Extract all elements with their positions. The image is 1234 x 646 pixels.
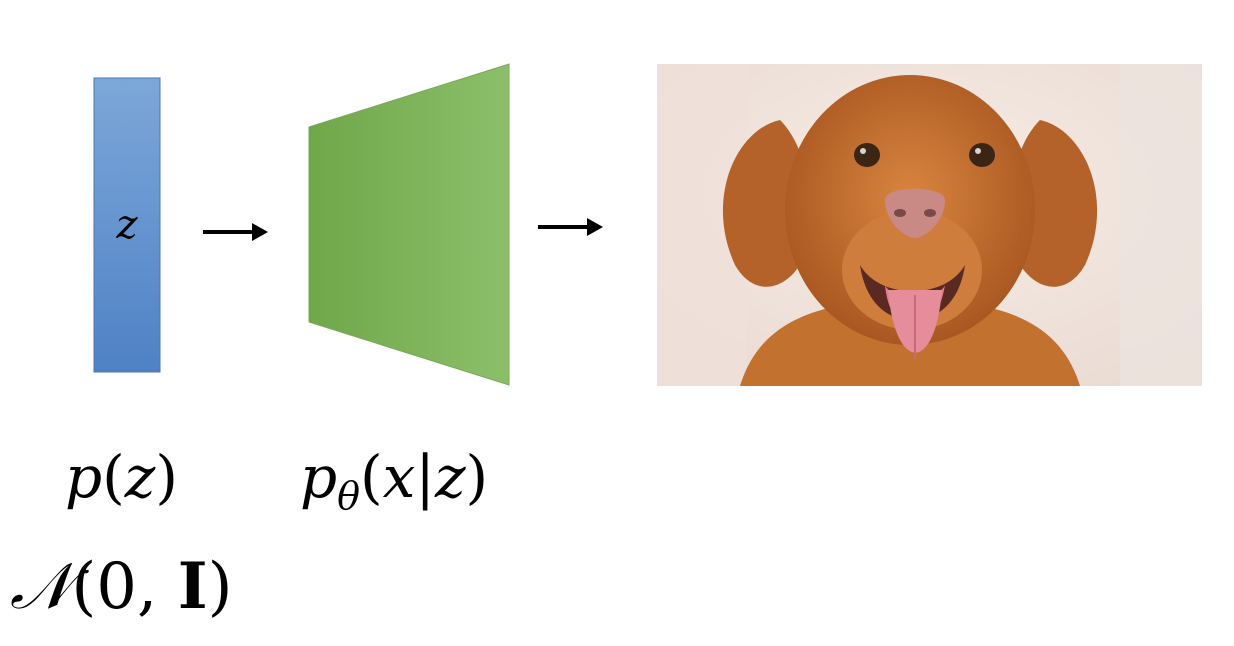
right-arrow-icon [203,223,268,241]
output-dog-image [657,64,1202,386]
right-arrow-icon [538,218,603,236]
decoder-network [308,63,510,386]
latent-vector-bar [93,77,161,373]
latent-symbol: z [115,202,138,248]
likelihood-label: pθ(x|z) [300,443,488,518]
distribution-label: 𝒩(0, I) [10,549,233,624]
prior-label: p(z) [65,443,178,511]
latent-vector: z [93,77,161,373]
